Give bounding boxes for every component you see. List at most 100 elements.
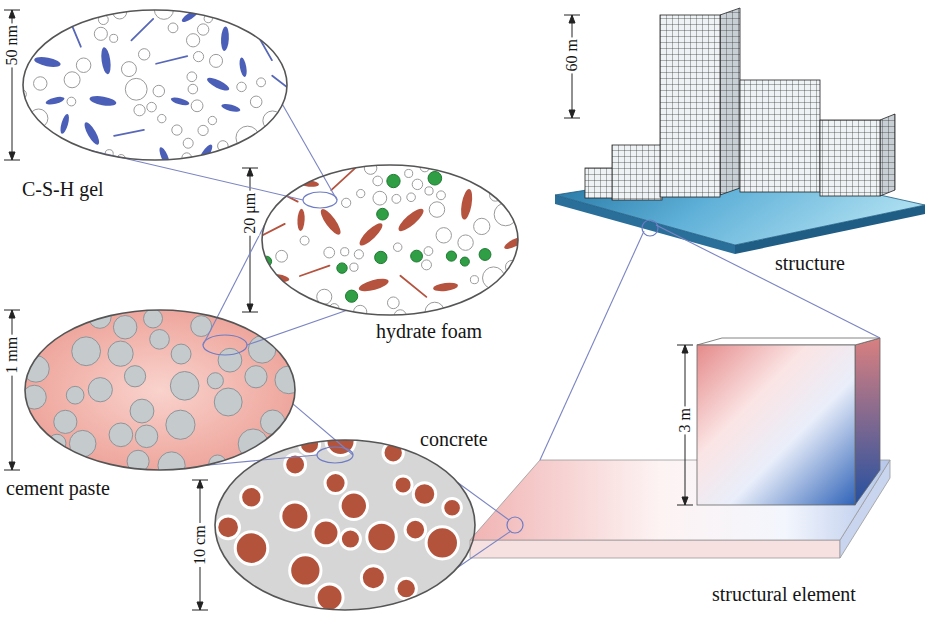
dimension-arrow bbox=[682, 497, 688, 505]
particle bbox=[458, 235, 473, 250]
aggregate bbox=[241, 487, 262, 508]
zoom-marker bbox=[642, 220, 658, 236]
particle bbox=[460, 257, 469, 266]
particle bbox=[150, 330, 170, 350]
building-grid bbox=[740, 80, 820, 192]
platelet bbox=[59, 113, 71, 135]
particle bbox=[424, 247, 433, 256]
aggregate bbox=[361, 566, 385, 590]
needle bbox=[156, 56, 187, 64]
platelet bbox=[220, 26, 229, 51]
building bbox=[612, 145, 662, 200]
building-side bbox=[880, 114, 895, 196]
scale-name: C-S-H gel bbox=[22, 178, 104, 201]
aggregate bbox=[443, 498, 462, 517]
wall-front bbox=[697, 345, 855, 505]
dimension-label: 60 m bbox=[563, 37, 581, 73]
clinker-grains bbox=[22, 306, 302, 479]
particle bbox=[257, 78, 266, 87]
particle bbox=[300, 236, 309, 245]
aggregate bbox=[290, 555, 321, 586]
platelet bbox=[297, 209, 305, 232]
particle bbox=[153, 85, 165, 97]
dimension-arrow bbox=[197, 480, 203, 488]
particle bbox=[198, 125, 208, 135]
particle bbox=[354, 250, 363, 259]
tower-side-grid bbox=[720, 8, 740, 195]
aggregate bbox=[367, 522, 397, 552]
dimension-arrow bbox=[247, 304, 253, 312]
particle bbox=[168, 23, 178, 33]
particle bbox=[117, 155, 126, 164]
particle bbox=[108, 341, 133, 366]
aggregate bbox=[426, 527, 458, 559]
particle bbox=[245, 366, 267, 388]
dimension-arrow bbox=[9, 152, 15, 160]
dimension-arrow bbox=[682, 345, 688, 353]
dimension-arrow bbox=[9, 310, 15, 318]
aggregate bbox=[217, 516, 240, 539]
aggregate bbox=[413, 483, 435, 505]
needle bbox=[114, 130, 144, 136]
zoom-line bbox=[540, 231, 644, 460]
zoom-line bbox=[458, 483, 509, 521]
particle bbox=[144, 309, 163, 328]
particle bbox=[446, 251, 456, 261]
particle bbox=[147, 102, 157, 112]
particle bbox=[342, 198, 351, 207]
platelet bbox=[318, 207, 344, 238]
particle bbox=[387, 297, 399, 309]
particle bbox=[392, 194, 401, 203]
particle bbox=[373, 176, 383, 186]
particle bbox=[187, 72, 197, 82]
platelet bbox=[33, 55, 61, 69]
slab-front bbox=[470, 540, 840, 558]
ellipse-outline bbox=[23, 10, 287, 160]
zoom-line bbox=[247, 311, 346, 346]
zoom-line bbox=[283, 104, 338, 200]
tower-side bbox=[720, 8, 740, 195]
particle bbox=[412, 179, 422, 189]
particle bbox=[191, 100, 203, 112]
particle bbox=[429, 202, 444, 217]
particle bbox=[422, 260, 432, 270]
particle bbox=[158, 452, 185, 479]
particle bbox=[337, 263, 347, 273]
wall-top bbox=[697, 338, 880, 345]
particle bbox=[263, 111, 282, 130]
particle bbox=[393, 243, 401, 251]
scale-name: concrete bbox=[420, 428, 488, 451]
dimension-arrow bbox=[569, 110, 575, 118]
needle bbox=[131, 19, 153, 41]
platelet bbox=[459, 188, 474, 220]
platelet bbox=[221, 102, 241, 113]
dimension-line bbox=[242, 168, 258, 312]
zoom-line bbox=[203, 224, 265, 345]
particle bbox=[130, 399, 154, 423]
particle bbox=[166, 410, 195, 439]
dimension-arrow bbox=[247, 168, 253, 176]
building-side-grid bbox=[880, 114, 895, 196]
particle bbox=[110, 34, 118, 42]
platelet bbox=[89, 94, 117, 107]
scale-name: cement paste bbox=[6, 477, 110, 500]
ellipse-outline bbox=[262, 165, 518, 315]
particle bbox=[135, 425, 158, 448]
building bbox=[820, 120, 880, 196]
needle bbox=[272, 76, 296, 95]
csh-ground bbox=[23, 10, 287, 160]
csh-particles bbox=[17, 0, 296, 167]
aggregate bbox=[396, 578, 416, 598]
platelet bbox=[357, 220, 386, 248]
particle bbox=[138, 49, 149, 60]
particle bbox=[428, 171, 442, 185]
scale-view: concrete bbox=[215, 440, 475, 610]
element-view: structural element bbox=[465, 336, 895, 562]
platelet bbox=[100, 47, 112, 75]
paste-ground bbox=[25, 310, 295, 470]
particle bbox=[208, 116, 216, 124]
particle bbox=[210, 54, 223, 67]
